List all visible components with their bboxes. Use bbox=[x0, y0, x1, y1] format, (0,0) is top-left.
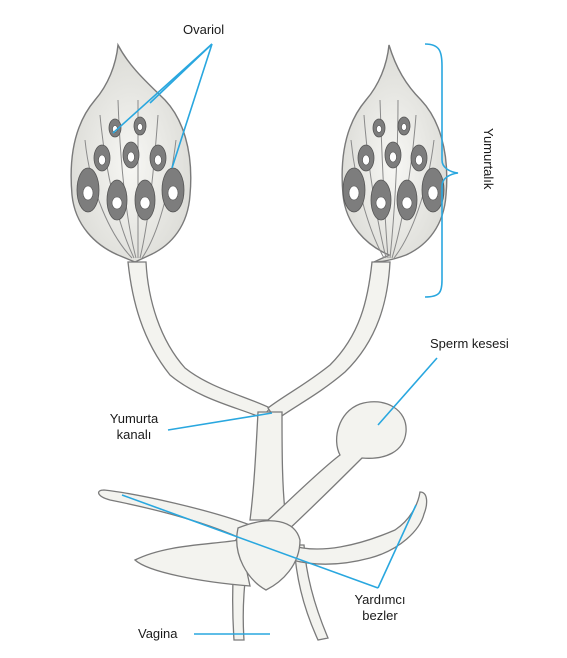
leader-lines bbox=[112, 43, 438, 635]
label-ovariol: Ovariol bbox=[183, 22, 225, 37]
label-yumurta-kanali: Yumurta kanalı bbox=[100, 411, 168, 443]
oviducts bbox=[127, 261, 391, 421]
leader-ovariol-2 bbox=[149, 43, 213, 104]
label-yardimci-bezler-line2: bezler bbox=[362, 608, 398, 623]
label-yumurta-kanali-line2: kanalı bbox=[116, 427, 152, 442]
leader-yardimci-1 bbox=[121, 494, 379, 589]
spermatheca bbox=[266, 401, 407, 533]
label-sperm-kesesi: Sperm kesesi bbox=[430, 336, 509, 351]
right-ovary bbox=[341, 44, 448, 263]
genital-chamber bbox=[236, 520, 301, 591]
leader-sperm-kesesi bbox=[377, 357, 438, 426]
label-yumurta-kanali-line1: Yumurta bbox=[109, 411, 159, 426]
label-yardimci-bezler-line1: Yardımcı bbox=[354, 592, 406, 607]
label-vagina: Vagina bbox=[138, 626, 178, 641]
leader-yumurta-kanali bbox=[167, 412, 273, 431]
leader-ovariol-3 bbox=[171, 43, 213, 169]
leader-yardimci-2 bbox=[377, 504, 417, 589]
label-yardimci-bezler: Yardımcı bezler bbox=[345, 592, 415, 624]
label-yumurtalik: Yumurtalık bbox=[481, 128, 496, 190]
ovary-bracket bbox=[424, 43, 459, 298]
left-ovary bbox=[70, 42, 192, 263]
